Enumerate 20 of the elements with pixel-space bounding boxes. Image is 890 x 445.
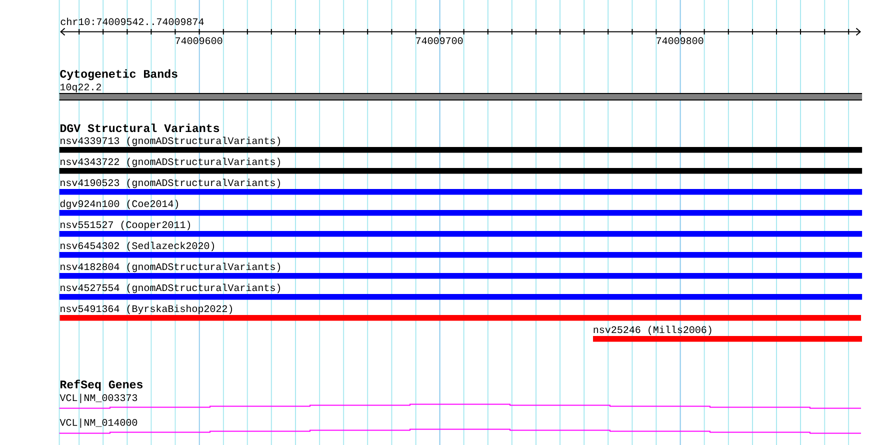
tick-label: 74009700 [416,37,463,44]
feature-name: dgv924n100 (Coe2014) [60,200,178,210]
track-title: Cytogenetic Bands [60,69,178,80]
feature-name: nsv6454302 (Sedlazeck2020) [60,242,214,252]
feature-name: nsv4343722 (gnomADStructuralVariants) [60,158,280,168]
feature-name: nsv551527 (Cooper2011) [60,220,190,230]
feature-name: nsv4182804 (gnomADStructuralVariants) [60,262,280,272]
feature-name: nsv4339713 (gnomADStructuralVariants) [60,136,280,146]
feature-name: nsv5491364 (ByrskaBishop2022) [60,304,232,314]
track-title: DGV Structural Variants [60,124,220,132]
feature-name: 10q22.2 [60,84,101,92]
feature-name: VCL|NM_003373 [60,394,138,404]
track-title: RefSeq Genes [60,380,143,391]
region-label: chr10:74009542..74009874 [60,18,204,26]
feature-name: nsv4527554 (gnomADStructuralVariants) [60,284,280,294]
feature-name: nsv4190523 (gnomADStructuralVariants) [60,178,280,188]
tick-label: 74009800 [656,37,704,44]
feature-name: VCL|NM_014000 [60,418,138,428]
tick-label: 74009600 [176,37,222,44]
feature-name: nsv25246 (Mills2006) [594,326,712,336]
